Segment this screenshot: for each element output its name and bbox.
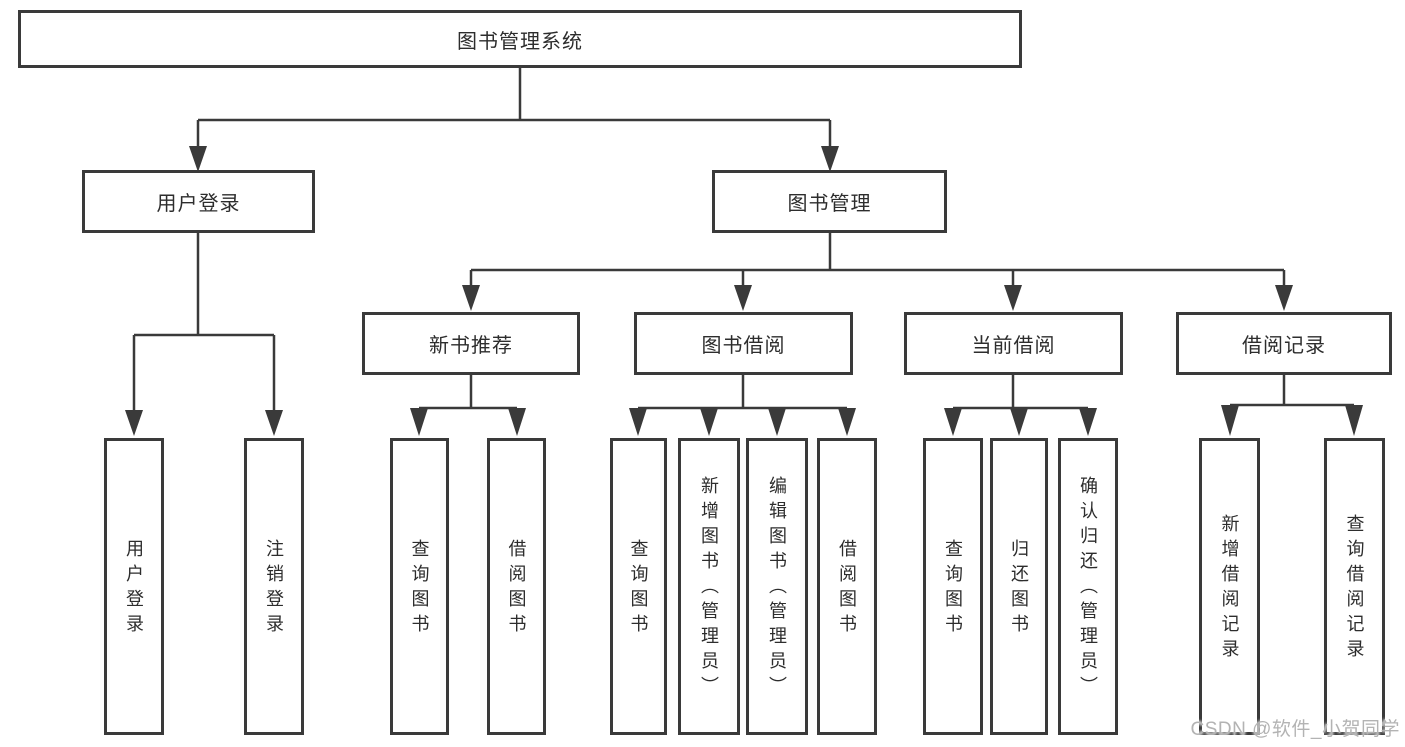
leaf-borrow-books: 借阅图书: [817, 438, 877, 735]
node-root-library-management-system: 图书管理系统: [18, 10, 1022, 68]
node-new-book-recommendation: 新书推荐: [362, 312, 580, 375]
node-book-management: 图书管理: [712, 170, 947, 233]
leaf-user-login: 用户登录: [104, 438, 164, 735]
leaf-return-books: 归还图书: [990, 438, 1048, 735]
node-current-borrowing: 当前借阅: [904, 312, 1123, 375]
node-borrowing-records: 借阅记录: [1176, 312, 1392, 375]
leaf-add-borrow-record: 新增借阅记录: [1199, 438, 1260, 735]
node-user-login: 用户登录: [82, 170, 315, 233]
leaf-query-borrow-record: 查询借阅记录: [1324, 438, 1385, 735]
leaf-query-books-current: 查询图书: [923, 438, 983, 735]
leaf-add-books-admin: 新增图书（管理员）: [678, 438, 740, 735]
leaf-query-books-borrowing: 查询图书: [610, 438, 667, 735]
leaf-borrow-books-recommend: 借阅图书: [487, 438, 546, 735]
leaf-query-books-recommend: 查询图书: [390, 438, 449, 735]
csdn-watermark: CSDN @软件_小贺同学: [1190, 719, 1400, 740]
node-book-borrowing: 图书借阅: [634, 312, 853, 375]
leaf-logout: 注销登录: [244, 438, 304, 735]
edge-arrowheads: [125, 146, 1363, 436]
leaf-edit-books-admin: 编辑图书（管理员）: [746, 438, 808, 735]
leaf-confirm-return-admin: 确认归还（管理员）: [1058, 438, 1118, 735]
